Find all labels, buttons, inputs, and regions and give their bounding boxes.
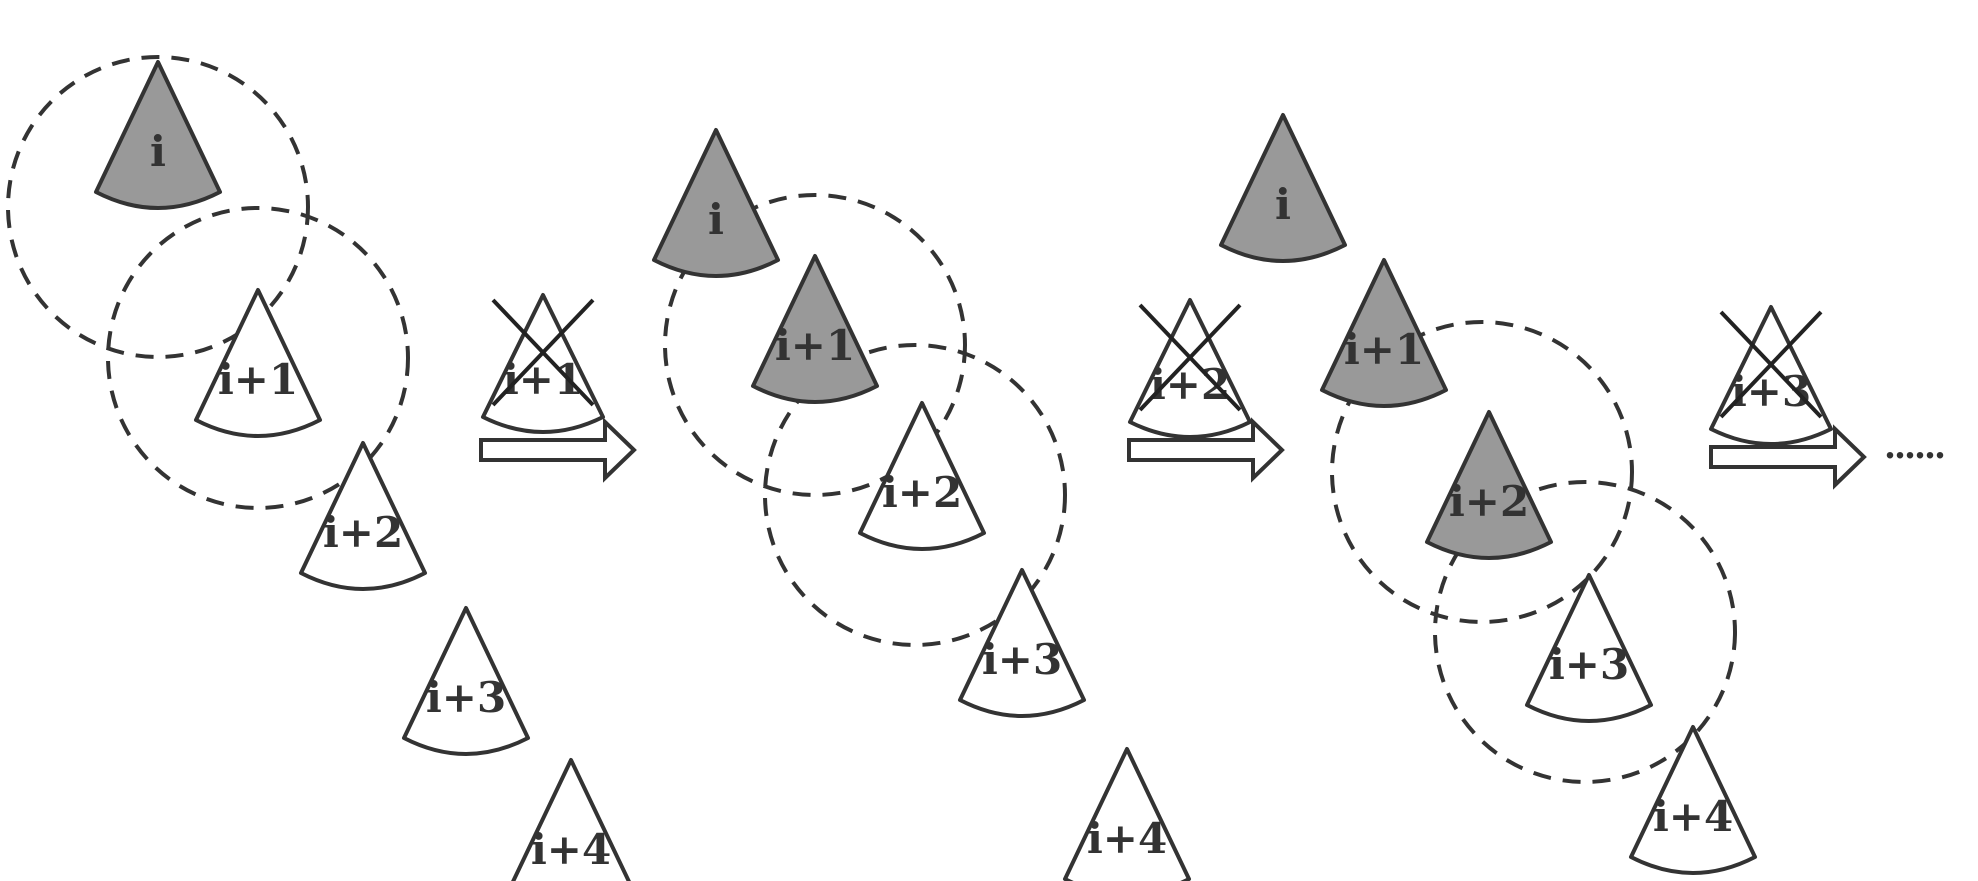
sector-label: i+3 bbox=[982, 635, 1062, 684]
removed-node: i+1 bbox=[481, 293, 605, 434]
sector-shape bbox=[511, 758, 631, 881]
sector-node: i+3 bbox=[402, 606, 530, 756]
sector-label: i+2 bbox=[1449, 477, 1529, 526]
removed-sector-shape bbox=[1128, 298, 1252, 439]
stage-1: i i+1 i+2 i+3 i+4 i+1 bbox=[6, 55, 637, 881]
sector-node: i+4 bbox=[511, 758, 631, 881]
continuation-dots: ...... bbox=[1885, 422, 1945, 467]
sector-label: i+4 bbox=[531, 825, 611, 874]
sector-node: i+2 bbox=[858, 401, 986, 551]
sector-shape bbox=[94, 60, 222, 210]
sector-label: i+2 bbox=[882, 468, 962, 517]
sector-node: i+2 bbox=[299, 441, 427, 591]
sector-shape bbox=[858, 401, 986, 551]
sector-node: i+1 bbox=[751, 254, 879, 404]
sector-shape bbox=[1525, 573, 1653, 723]
sector-shape bbox=[1063, 747, 1191, 881]
next-step-arrow bbox=[1127, 417, 1285, 483]
sector-label: i+4 bbox=[1653, 792, 1733, 841]
sector-shape bbox=[1320, 258, 1448, 408]
sector-node: i+3 bbox=[958, 568, 1086, 718]
stage-2: i i+1 i+2 i+3 i+4 i+2 bbox=[652, 128, 1285, 881]
cross-out-icon bbox=[491, 298, 595, 407]
coverage-circle-i bbox=[6, 55, 310, 359]
sector-node: i+2 bbox=[1425, 410, 1553, 560]
cross-out-icon bbox=[1719, 310, 1823, 419]
sector-node: i+1 bbox=[194, 288, 322, 438]
sector-label: i bbox=[1275, 180, 1291, 229]
sector-shape bbox=[1629, 725, 1757, 875]
sector-node: i bbox=[1219, 113, 1347, 263]
sector-shape bbox=[958, 568, 1086, 718]
sector-node: i+3 bbox=[1525, 573, 1653, 723]
removed-node: i+2 bbox=[1128, 298, 1252, 439]
coverage-circle-i+2 bbox=[1330, 320, 1634, 624]
next-step-arrow bbox=[479, 417, 637, 483]
sector-shape bbox=[194, 288, 322, 438]
sector-shape bbox=[652, 128, 780, 278]
removed-sector-shape bbox=[481, 293, 605, 434]
sector-node: i bbox=[94, 60, 222, 210]
coverage-circle-i+2 bbox=[763, 343, 1067, 647]
coverage-circle-i+1 bbox=[663, 193, 967, 497]
sector-label: i+4 bbox=[1087, 814, 1167, 863]
sector-node: i bbox=[652, 128, 780, 278]
sector-shape bbox=[751, 254, 879, 404]
sector-shape bbox=[1219, 113, 1347, 263]
sector-shape bbox=[1425, 410, 1553, 560]
next-step-arrow bbox=[1709, 424, 1867, 490]
sector-shape bbox=[402, 606, 530, 756]
sector-node: i+4 bbox=[1629, 725, 1757, 875]
sector-label: i+3 bbox=[1549, 640, 1629, 689]
sector-label: i+1 bbox=[775, 321, 855, 370]
sector-label: i+3 bbox=[426, 673, 506, 722]
coverage-circle-i+3 bbox=[1433, 480, 1737, 784]
coverage-circle-i+1 bbox=[106, 206, 410, 510]
sector-label: i+1 bbox=[218, 355, 298, 404]
sector-node: i+1 bbox=[1320, 258, 1448, 408]
sector-label: i+1 bbox=[1344, 325, 1424, 374]
sector-label: i bbox=[708, 195, 724, 244]
sector-node: i+4 bbox=[1063, 747, 1191, 881]
sector-shape bbox=[299, 441, 427, 591]
cross-out-icon bbox=[1138, 303, 1242, 412]
removed-node: i+3 bbox=[1709, 305, 1833, 446]
sector-label: i bbox=[150, 127, 166, 176]
sector-label: i+2 bbox=[323, 508, 403, 557]
stage-3: i i+1 i+2 i+3 i+4 i+3 ...... bbox=[1219, 113, 1945, 875]
removed-sector-shape bbox=[1709, 305, 1833, 446]
